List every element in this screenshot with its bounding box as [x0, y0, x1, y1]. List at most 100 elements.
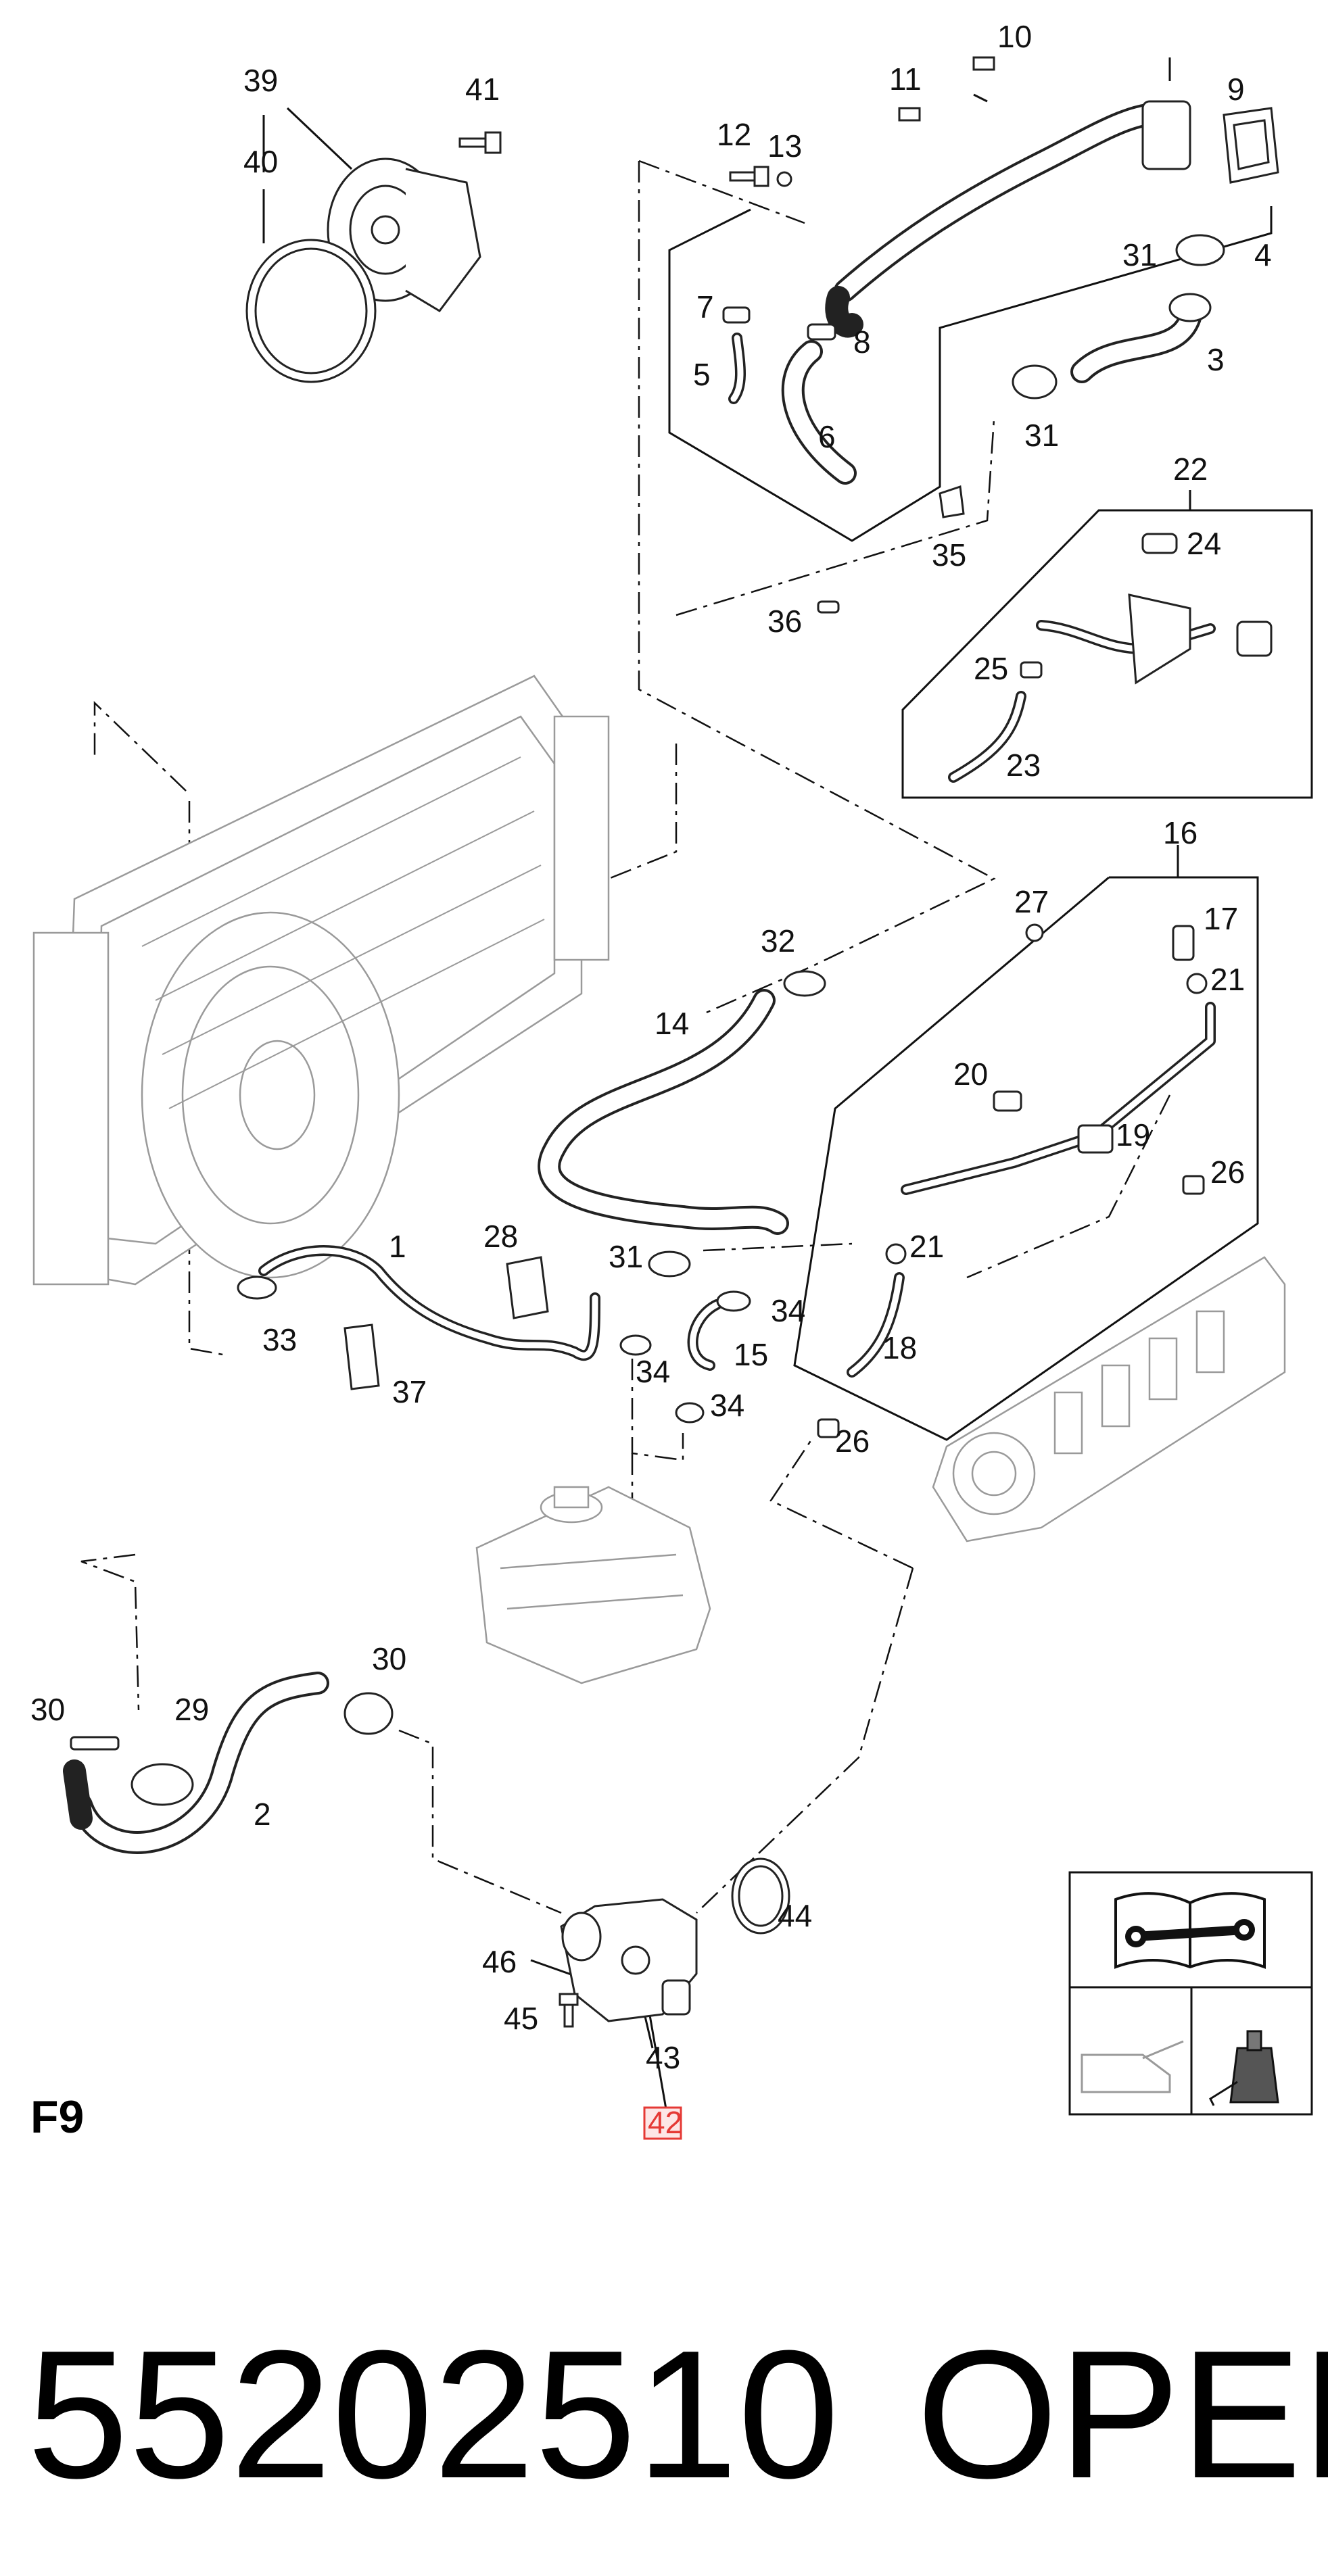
bolt-45 [559, 1993, 579, 2028]
callout-3: 3 [1207, 342, 1225, 377]
callout-8: 8 [853, 324, 871, 360]
hose-14 [538, 989, 789, 1235]
brand-name: OPEL [916, 2313, 1328, 2517]
clamp-33 [237, 1275, 277, 1300]
intake-manifold [932, 1256, 1286, 1542]
callout-1: 1 [389, 1229, 406, 1264]
callout-34-mid: 34 [636, 1354, 670, 1389]
clamp-7 [722, 306, 751, 324]
expansion-tank [475, 1486, 711, 1684]
callout-labels: 39 40 41 10 11 12 13 9 31 4 7 8 5 3 6 31… [30, 19, 1272, 2075]
clamp-34b [716, 1290, 751, 1312]
repair-manual-icon [1114, 1892, 1266, 1969]
callout-12: 12 [717, 117, 751, 152]
callout-44: 44 [778, 1898, 812, 1933]
callout-32: 32 [761, 923, 795, 958]
seal-ring-44 [731, 1857, 790, 1935]
hose-18 [847, 1272, 905, 1378]
clamp-24 [1141, 533, 1178, 554]
clip-30-left [70, 1736, 120, 1751]
clamp-20 [993, 1090, 1022, 1112]
callout-36: 36 [767, 604, 802, 639]
callout-24: 24 [1187, 526, 1221, 561]
callout-9: 9 [1227, 72, 1245, 107]
callout-42: 42 [648, 2105, 682, 2140]
oil-can-icon [1081, 2040, 1184, 2093]
callout-26-low: 26 [835, 1424, 870, 1459]
washer-13 [776, 171, 792, 187]
thermostat-housing [560, 1898, 698, 2022]
part-number: 55202510 [27, 2313, 839, 2517]
nut-26-low [817, 1418, 840, 1438]
clamp-30-right [343, 1692, 394, 1735]
assembly-lines [80, 160, 1171, 1914]
callout-23: 23 [1006, 748, 1041, 783]
clamp-29 [131, 1763, 194, 1806]
callout-31-mid: 31 [1024, 418, 1059, 453]
callout-17: 17 [1204, 901, 1238, 936]
radiator-assembly [32, 675, 610, 1286]
bracket-19 [1077, 1124, 1114, 1154]
callout-10: 10 [997, 19, 1032, 54]
callout-21-top: 21 [1210, 962, 1245, 997]
callout-34-low: 34 [710, 1388, 744, 1423]
clamp-31-mid [1012, 364, 1058, 399]
hose-2 [63, 1672, 329, 1854]
callout-20: 20 [953, 1056, 988, 1092]
callout-30-right: 30 [372, 1641, 406, 1676]
callout-6: 6 [818, 419, 836, 454]
bolt-10 [972, 56, 995, 71]
bracket-37 [343, 1323, 380, 1390]
cap-21-top [1186, 973, 1208, 994]
hose-6 [781, 340, 857, 485]
bracket-35 [939, 485, 965, 518]
pipe-16 [901, 1002, 1216, 1195]
callout-46: 46 [482, 1944, 517, 1979]
callout-7: 7 [696, 289, 714, 324]
callout-14: 14 [655, 1006, 689, 1041]
gasket-ring [245, 239, 377, 383]
clamp-8 [807, 323, 836, 341]
callout-31-low: 31 [609, 1239, 643, 1274]
group-frame-22 [901, 490, 1313, 799]
group-frame-16 [793, 845, 1259, 1441]
callout-2: 2 [254, 1797, 271, 1832]
callout-26-top: 26 [1210, 1155, 1245, 1190]
callout-35: 35 [932, 537, 966, 573]
callout-25: 25 [974, 651, 1008, 686]
hose-1 [258, 1245, 600, 1361]
callout-16: 16 [1163, 815, 1197, 850]
clamp-31-low [648, 1250, 691, 1278]
callout-15: 15 [734, 1337, 768, 1372]
clamp-34a [619, 1334, 652, 1356]
clamp-25 [1020, 661, 1043, 679]
highlighted-callout-42[interactable]: 42 [643, 2105, 682, 2140]
callout-28: 28 [483, 1219, 518, 1254]
clamp-34c [675, 1402, 705, 1424]
callout-5: 5 [693, 357, 711, 392]
callout-43: 43 [646, 2040, 680, 2075]
callout-21-low: 21 [909, 1229, 944, 1264]
gasket-9 [1223, 107, 1279, 184]
callout-39: 39 [243, 63, 278, 98]
clamp-32 [783, 970, 826, 997]
bracket-24b [1236, 621, 1273, 657]
bolt-11 [898, 107, 921, 122]
bolt-12 [729, 166, 769, 187]
legend-box [1068, 1871, 1313, 2116]
callout-34-right: 34 [771, 1293, 805, 1328]
callout-19: 19 [1116, 1117, 1150, 1152]
hose-15 [687, 1299, 722, 1371]
hose-23 [948, 691, 1026, 783]
nut-26-top [1182, 1175, 1205, 1195]
callout-22: 22 [1173, 452, 1208, 487]
callout-40: 40 [243, 144, 278, 179]
hose-3 [1070, 293, 1212, 383]
section-label: F9 [30, 2091, 84, 2143]
pipe-4 [825, 100, 1191, 338]
callout-41: 41 [465, 72, 500, 107]
callout-4: 4 [1254, 237, 1272, 272]
hose-5 [728, 333, 746, 404]
callout-37: 37 [392, 1374, 427, 1409]
callout-27: 27 [1014, 884, 1049, 919]
